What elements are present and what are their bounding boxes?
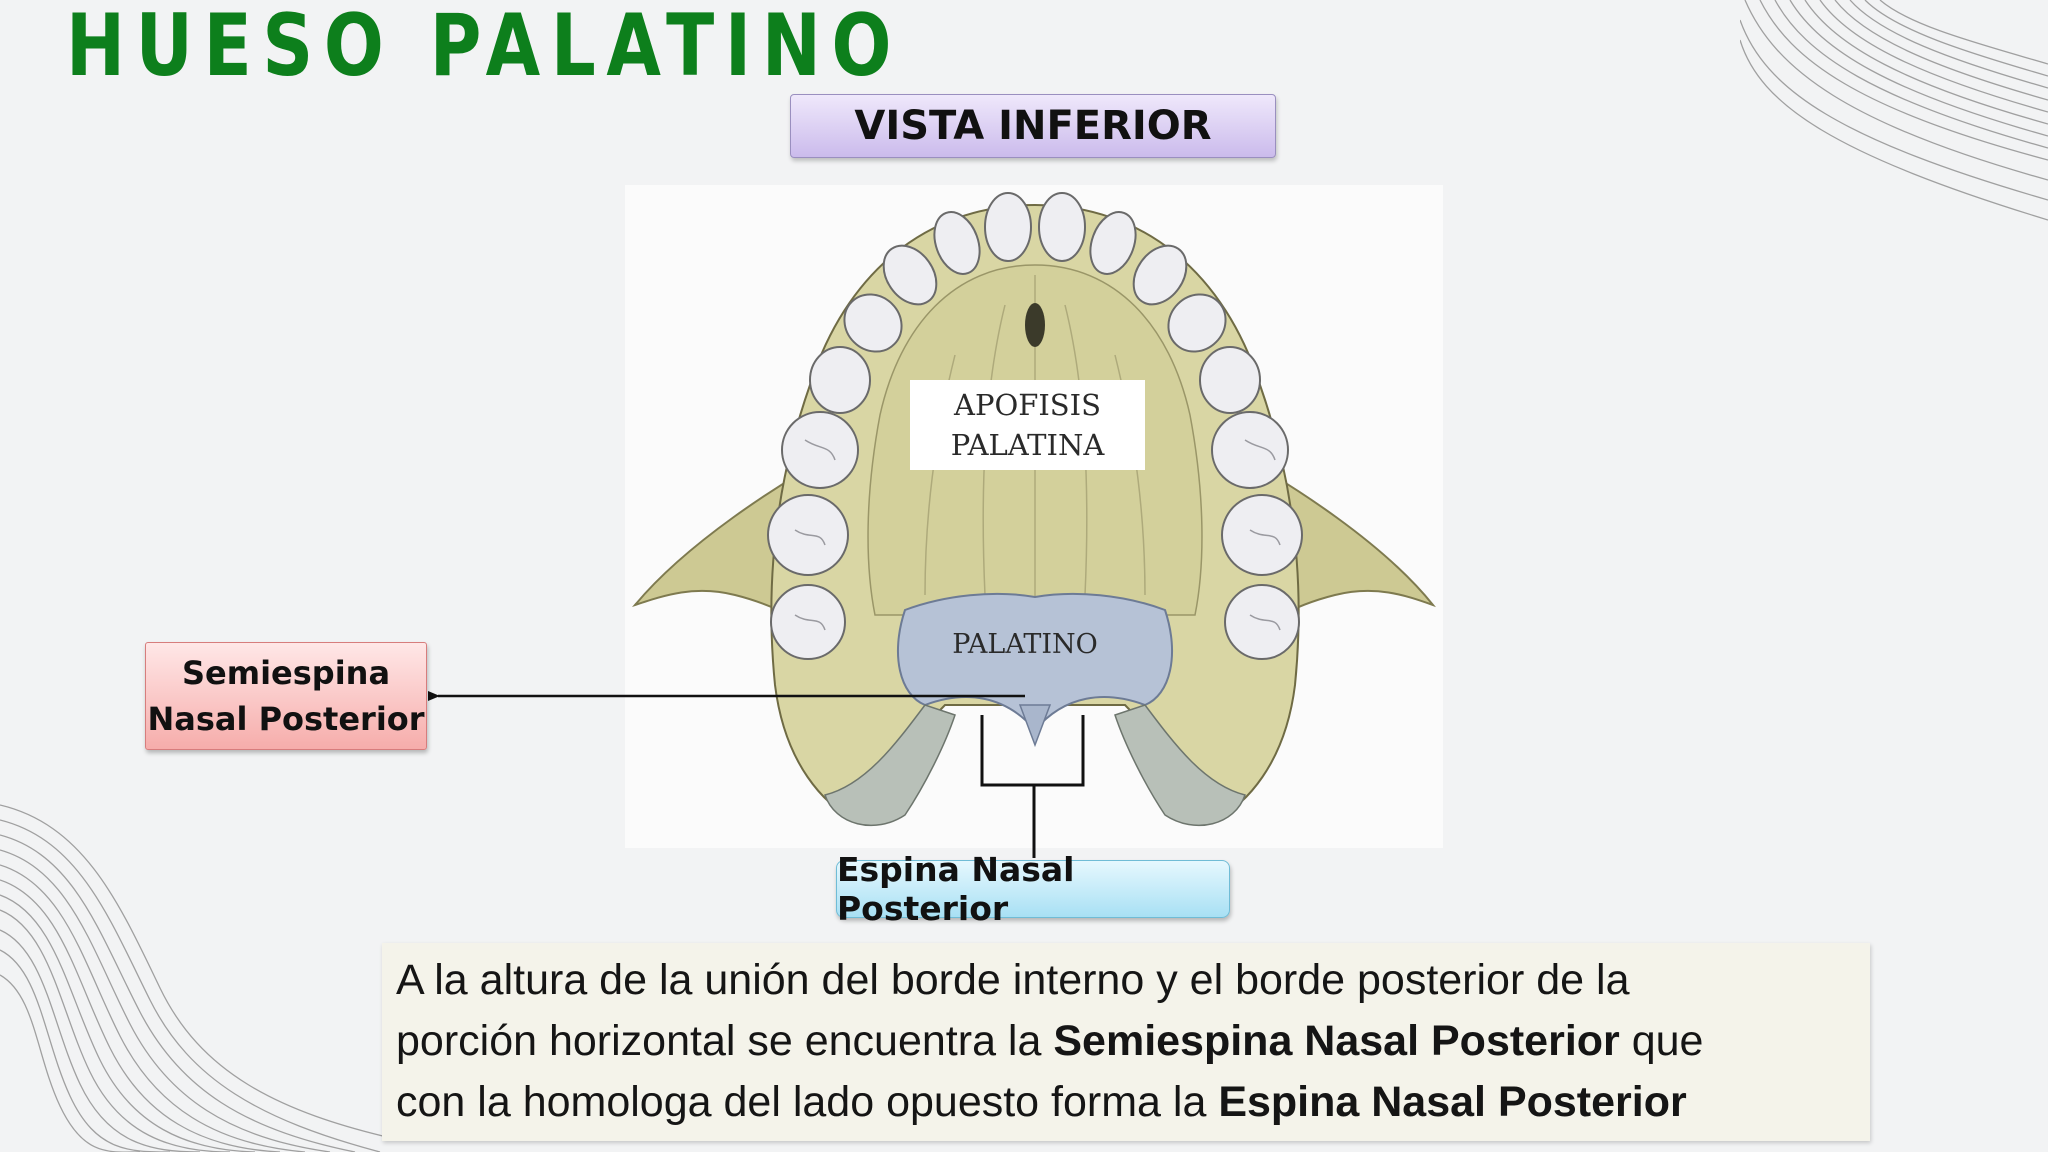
description-line3-bold: Espina Nasal Posterior xyxy=(1218,1078,1687,1126)
palate-drawing xyxy=(631,192,1436,827)
tooth-canine-r xyxy=(1132,244,1188,306)
slide-title: HUESO PALATINO xyxy=(66,0,903,96)
espina-nasal-posterior-callout: Espina Nasal Posterior xyxy=(836,850,1230,928)
corner-wave-decoration-top-right xyxy=(1740,0,2048,221)
description-line2-bold: Semiespina Nasal Posterior xyxy=(1053,1017,1620,1065)
tooth-incisor-l1 xyxy=(984,192,1032,262)
tooth-premolar-r2 xyxy=(1199,346,1261,414)
incisive-foramen xyxy=(1025,303,1045,347)
description-box: A la altura de la unión del borde intern… xyxy=(382,943,1870,1141)
apofisis-label-line1: APOFISIS xyxy=(954,388,1101,422)
tooth-molar-l1 xyxy=(781,411,859,489)
posterior-nasal-spine xyxy=(1018,704,1052,748)
view-label: VISTA INFERIOR xyxy=(790,94,1276,158)
description-line2-pre: porción horizontal se encuentra la xyxy=(396,1017,1054,1065)
palatino-label: PALATINO xyxy=(952,629,1098,660)
description-line-2: porción horizontal se encuentra la Semie… xyxy=(396,1011,1856,1072)
tooth-incisor-r1 xyxy=(1038,192,1086,262)
palate-illustration: APOFISIS PALATINA PALATINO xyxy=(625,185,1443,848)
tooth-incisor-l2 xyxy=(933,211,981,275)
semiespina-callout-line2: Nasal Posterior xyxy=(147,700,425,738)
right-pterygoid xyxy=(1114,704,1246,827)
apofisis-palatina-label: APOFISIS PALATINA xyxy=(910,380,1145,470)
corner-wave-decoration-bottom-left xyxy=(0,804,400,1152)
tooth-premolar-l2 xyxy=(809,346,871,414)
tooth-molar-r1 xyxy=(1211,411,1289,489)
description-line2-post: que xyxy=(1619,1017,1704,1065)
apofisis-label-line2: PALATINA xyxy=(950,428,1105,462)
description-line-3: con la homologa del lado opuesto forma l… xyxy=(396,1072,1856,1133)
tooth-incisor-r2 xyxy=(1089,211,1137,275)
left-pterygoid xyxy=(824,704,956,827)
tooth-molar-r3 xyxy=(1224,584,1300,660)
description-line-1: A la altura de la unión del borde intern… xyxy=(396,950,1856,1011)
semiespina-nasal-posterior-callout: Semiespina Nasal Posterior xyxy=(145,642,427,750)
tooth-molar-l3 xyxy=(770,584,846,660)
tooth-premolar-l1 xyxy=(843,293,903,353)
tooth-canine-l xyxy=(882,244,938,306)
semiespina-callout-line1: Semiespina xyxy=(181,654,391,692)
description-line3-pre: con la homologa del lado opuesto forma l… xyxy=(396,1078,1219,1126)
description-line1-text: A la altura de la unión del borde intern… xyxy=(396,956,1630,1004)
tooth-premolar-r1 xyxy=(1167,293,1227,353)
